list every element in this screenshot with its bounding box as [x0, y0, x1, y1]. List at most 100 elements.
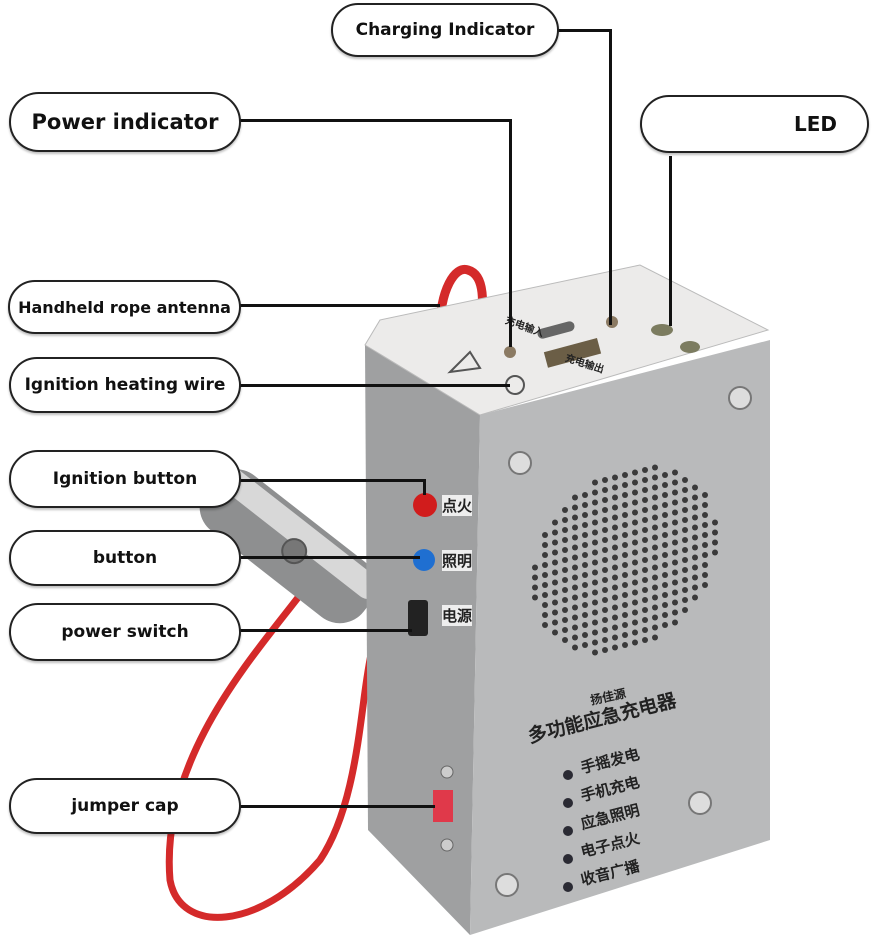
grille-hole	[572, 564, 578, 571]
usb-c-port	[537, 321, 575, 339]
grille-hole	[562, 617, 568, 623]
grille-hole	[652, 544, 658, 551]
grille-hole	[702, 552, 708, 558]
grille-hole	[652, 554, 658, 561]
label-handheld-rope-antenna: Handheld rope antenna	[8, 280, 241, 334]
grille-hole	[592, 619, 598, 626]
grille-hole	[542, 552, 548, 558]
grille-hole	[702, 562, 708, 568]
grille-hole	[592, 629, 598, 636]
grille-hole	[552, 629, 558, 636]
grille-hole	[532, 564, 538, 571]
label-jumper-cap: jumper cap	[9, 778, 241, 834]
grille-hole	[692, 534, 698, 541]
grille-hole	[602, 527, 608, 533]
grille-hole	[582, 642, 588, 648]
label-power-indicator: Power indicator	[9, 92, 241, 152]
grille-hole	[682, 567, 688, 573]
grille-hole	[682, 517, 688, 523]
grille-hole	[562, 597, 568, 603]
screw	[688, 791, 712, 815]
grille-hole	[682, 507, 688, 513]
grille-hole	[582, 552, 588, 558]
grille-hole	[542, 532, 548, 538]
grille-hole	[662, 512, 668, 518]
grille-hole	[582, 492, 588, 498]
grille-hole	[562, 627, 568, 633]
grille-hole	[552, 569, 558, 576]
leader-line-charging	[558, 29, 612, 32]
grille-hole	[622, 632, 628, 638]
grille-hole	[622, 602, 628, 608]
warning-triangle	[447, 350, 482, 374]
grille-hole	[682, 557, 688, 563]
device-side	[365, 345, 480, 935]
grille-hole	[632, 489, 638, 496]
grille-hole	[652, 604, 658, 611]
feature-dot	[563, 854, 573, 864]
grille-hole	[592, 559, 598, 566]
grille-hole	[652, 564, 658, 571]
grille-hole	[702, 542, 708, 548]
grille-hole	[602, 617, 608, 623]
grille-hole	[602, 557, 608, 563]
grille-hole	[662, 542, 668, 548]
grille-hole	[642, 587, 648, 593]
led-lamp	[651, 324, 673, 336]
grille-hole	[652, 574, 658, 581]
usb-a-port	[543, 338, 602, 368]
grille-hole	[662, 572, 668, 578]
grille-hole	[652, 524, 658, 531]
grille-hole	[562, 557, 568, 563]
grille-hole	[572, 544, 578, 551]
grille-hole	[572, 494, 578, 501]
grille-hole	[672, 619, 678, 626]
grille-hole	[652, 504, 658, 511]
grille-hole	[642, 557, 648, 563]
grille-hole	[672, 509, 678, 516]
grille-hole	[652, 614, 658, 621]
grille-hole	[652, 624, 658, 631]
grille-hole	[672, 549, 678, 556]
grille-hole	[572, 634, 578, 641]
grille-hole	[692, 584, 698, 591]
grille-hole	[692, 554, 698, 561]
grille-hole	[642, 507, 648, 513]
grille-hole	[702, 532, 708, 538]
grille-hole	[582, 612, 588, 618]
grille-hole	[542, 562, 548, 568]
grille-hole	[612, 514, 618, 521]
grille-hole	[662, 532, 668, 538]
feature-dot	[563, 798, 573, 808]
grille-hole	[542, 542, 548, 548]
grille-hole	[572, 514, 578, 521]
grille-hole	[572, 554, 578, 561]
grille-hole	[622, 482, 628, 488]
label-ignition-button: Ignition button	[9, 450, 241, 508]
grille-hole	[592, 499, 598, 506]
label-button: button	[9, 530, 241, 586]
grille-hole	[622, 472, 628, 478]
grille-hole	[642, 497, 648, 503]
power-switch	[408, 600, 428, 636]
leader-line-antenna	[240, 304, 440, 307]
grille-hole	[582, 582, 588, 588]
grille-hole	[632, 619, 638, 626]
grille-hole	[632, 519, 638, 526]
grille-hole	[702, 512, 708, 518]
grille-hole	[602, 507, 608, 513]
grille-hole	[532, 574, 538, 581]
grille-hole	[622, 622, 628, 628]
light-button	[413, 549, 435, 571]
grille-hole	[652, 474, 658, 481]
grille-hole	[612, 634, 618, 641]
grille-hole	[592, 579, 598, 586]
grille-hole	[682, 527, 688, 533]
grille-hole	[662, 472, 668, 478]
grille-hole	[552, 579, 558, 586]
leader-line-jumper	[240, 805, 435, 808]
grille-hole	[642, 637, 648, 643]
grille-hole	[662, 552, 668, 558]
grille-hole	[632, 559, 638, 566]
grille-hole	[682, 487, 688, 493]
